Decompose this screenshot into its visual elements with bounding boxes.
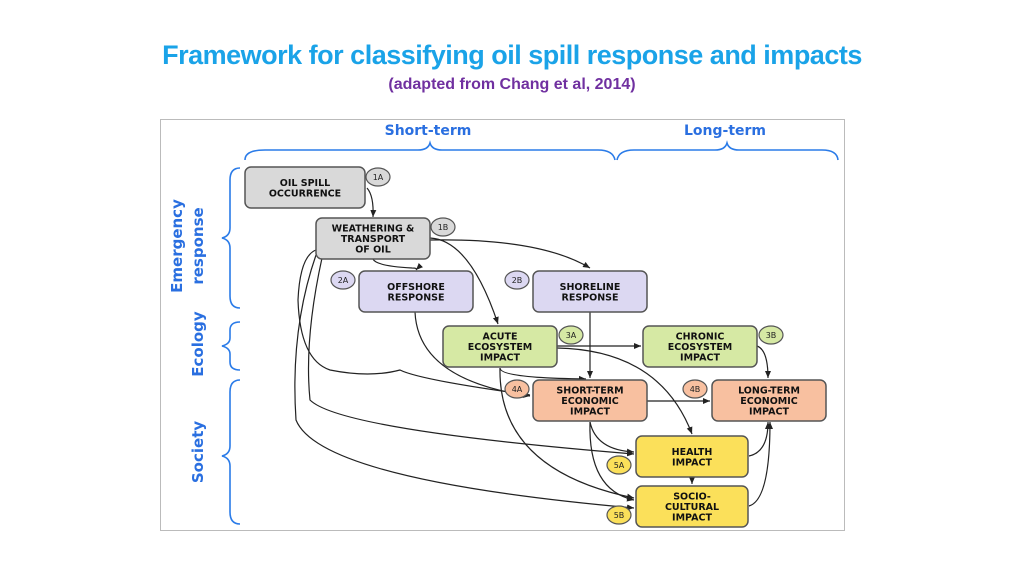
node-box — [244, 166, 366, 209]
node-label-line: IMPACT — [570, 407, 610, 418]
node-badge-label: 3B — [766, 331, 777, 340]
node-label-line: ECOSYSTEM — [668, 342, 733, 353]
row-label-society: Society — [189, 421, 207, 483]
node-box — [532, 270, 648, 313]
node-badge — [558, 325, 584, 345]
node-box — [532, 379, 648, 422]
row-label-ecology: Ecology — [189, 311, 207, 377]
node-badge — [504, 379, 530, 399]
column-header-long-term: Long-term — [684, 123, 766, 139]
node-badge-label: 2B — [512, 276, 523, 285]
node-badge-label: 1B — [438, 223, 449, 232]
node-badge-label: 4B — [690, 385, 701, 394]
node-badge-label: 1A — [373, 173, 384, 182]
node-label-line: OF OIL — [355, 245, 391, 256]
row-label-response: response — [189, 207, 207, 284]
node-box — [358, 270, 474, 313]
node-badge — [430, 217, 456, 237]
node-label-line: HEALTH — [672, 447, 713, 458]
node-label-line: IMPACT — [480, 353, 520, 364]
edges — [294, 187, 773, 511]
node-badge-label: 2A — [338, 276, 349, 285]
node-label-line: LONG-TERM — [738, 386, 800, 397]
node-label-line: OCCURRENCE — [269, 188, 341, 199]
page-subtitle: (adapted from Chang et al, 2014) — [388, 76, 636, 93]
node-label-line: RESPONSE — [388, 292, 445, 303]
node-label-line: IMPACT — [672, 513, 712, 524]
node-box — [442, 325, 558, 368]
node-label-line: IMPACT — [680, 353, 720, 364]
node-box — [315, 217, 431, 260]
node-badge-label: 3A — [566, 331, 577, 340]
node-label-line: ECOSYSTEM — [468, 342, 533, 353]
node-badge-label: 4A — [512, 385, 523, 394]
page-title: Framework for classifying oil spill resp… — [162, 40, 862, 70]
node-box — [635, 485, 749, 528]
node-label-line: IMPACT — [672, 457, 712, 468]
node-label-line: IMPACT — [749, 407, 789, 418]
brace-emergency — [221, 167, 241, 309]
node-label-line: OFFSHORE — [387, 282, 445, 293]
node-label-line: TRANSPORT — [341, 234, 406, 245]
brace-ecology — [221, 321, 241, 371]
node-box — [711, 379, 827, 422]
brace-short-term — [244, 140, 616, 161]
node-badge — [758, 325, 784, 345]
node-badge — [682, 379, 708, 399]
node-label-line: SOCIO- — [673, 492, 711, 503]
brace-long-term — [616, 140, 839, 161]
brace-society — [221, 379, 241, 525]
node-label-line: RESPONSE — [562, 292, 619, 303]
node-label-line: OIL SPILL — [280, 178, 330, 189]
node-label-line: WEATHERING & — [332, 224, 415, 235]
column-header-short-term: Short-term — [385, 123, 472, 139]
node-badge — [504, 270, 530, 290]
node-badge — [606, 455, 632, 475]
node-label-line: CHRONIC — [676, 332, 725, 343]
node-box — [642, 325, 758, 368]
node-badge — [365, 167, 391, 187]
row-label-emergency: Emergency — [168, 199, 186, 293]
node-badge-label: 5A — [614, 461, 625, 470]
node-badge — [330, 270, 356, 290]
node-label-line: SHORT-TERM — [556, 386, 623, 397]
node-box — [635, 435, 749, 478]
node-label-line: ACUTE — [482, 332, 517, 343]
node-badge — [606, 505, 632, 525]
node-label-line: CULTURAL — [665, 502, 719, 513]
node-badge-label: 5B — [614, 511, 625, 520]
node-label-line: SHORELINE — [560, 282, 621, 293]
node-label-line: ECONOMIC — [561, 396, 619, 407]
node-label-line: ECONOMIC — [740, 396, 798, 407]
